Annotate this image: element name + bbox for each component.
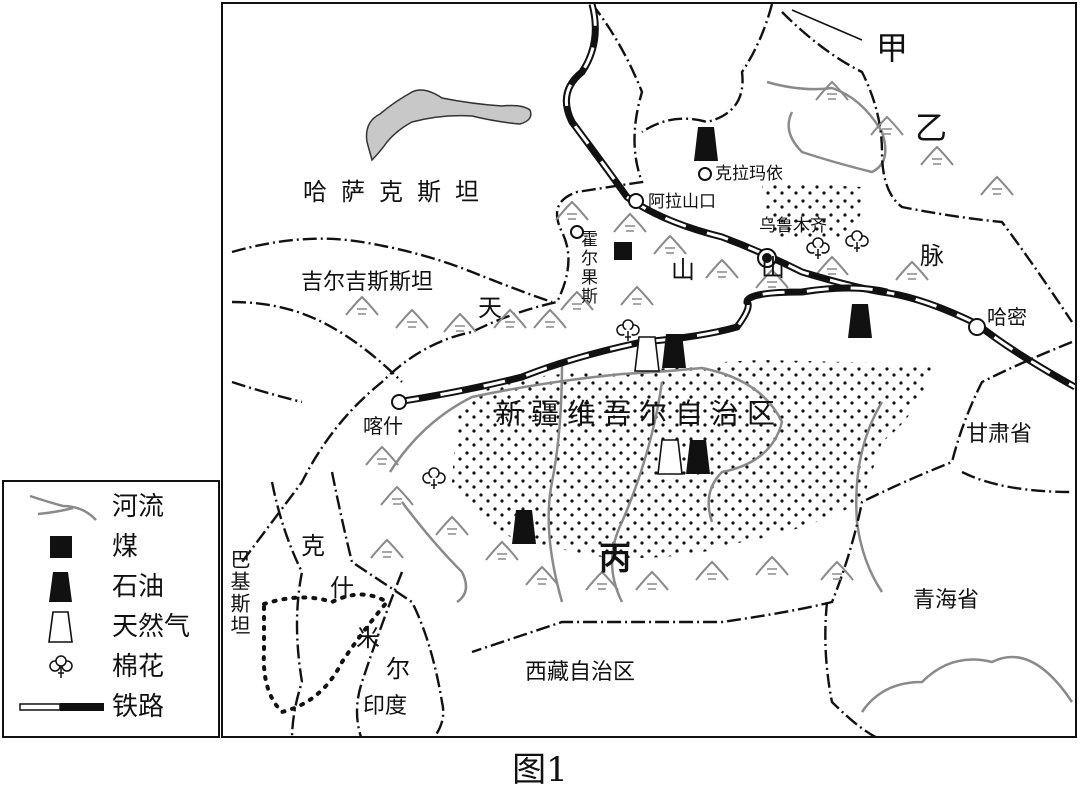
- lake-balkhash: [365, 89, 532, 162]
- city-markers: [391, 167, 986, 410]
- label-tibet: 西藏自治区: [525, 660, 636, 685]
- railway-icon: [19, 703, 104, 711]
- legend-item-natural-gas: 天然气: [4, 608, 218, 646]
- label-hami: 哈密: [987, 305, 1027, 329]
- river-icon: [29, 494, 97, 521]
- legend-item-river: 河流: [4, 488, 218, 526]
- label-kyrgyzstan: 吉尔吉斯斯坦: [301, 270, 434, 295]
- cotton-icon: [49, 655, 73, 678]
- legend-label-river: 河流: [112, 492, 165, 522]
- oil-icon: [49, 572, 72, 602]
- label-pakistan: 巴基斯坦: [227, 549, 251, 637]
- map-frame: 哈萨克斯坦 吉尔吉斯斯坦 新疆维吾尔自治区 甘肃省 青海省 西藏自治区 巴基斯坦…: [221, 2, 1077, 738]
- legend-label-cotton: 棉花: [112, 652, 165, 682]
- figure-caption: 图1: [512, 750, 568, 790]
- legend-label-natural-gas: 天然气: [112, 612, 191, 642]
- marker-yi: 乙: [915, 109, 948, 147]
- legend-label-oil: 石油: [112, 572, 165, 602]
- legend-label-railway: 铁路: [112, 692, 165, 722]
- legend-label-coal: 煤: [112, 532, 139, 562]
- rivers: [388, 80, 1074, 713]
- label-kashmir-4: 尔: [386, 655, 410, 683]
- marker-bing: 丙: [599, 539, 632, 577]
- legend: 河流 煤 石油 天然气 棉花 铁路: [2, 480, 220, 738]
- label-khorgos: 霍尔果斯: [577, 230, 597, 306]
- legend-item-cotton: 棉花: [4, 648, 218, 686]
- kashmir-line: [261, 592, 391, 715]
- jia-pointer: [791, 9, 863, 41]
- label-shan-2: 山: [761, 254, 785, 282]
- label-kashmir-2: 什: [330, 574, 354, 602]
- legend-item-coal: 煤: [4, 528, 218, 566]
- label-alashankou: 阿拉山口: [648, 192, 716, 212]
- label-karamay: 克拉玛依: [715, 164, 783, 184]
- label-xinjiang: 新疆维吾尔自治区: [495, 397, 784, 430]
- label-kazakhstan: 哈萨克斯坦: [303, 178, 493, 206]
- label-shan-1: 山: [671, 256, 695, 284]
- label-kashgar: 喀什: [363, 414, 403, 438]
- label-urumqi: 乌鲁木齐: [759, 216, 827, 236]
- railways: [396, 4, 1075, 406]
- borders: [231, 4, 1073, 736]
- label-kashmir-3: 米: [356, 624, 380, 652]
- natural-gas-icon: [48, 611, 73, 643]
- resource-symbols: [422, 127, 872, 544]
- marker-jia: 甲: [876, 29, 909, 67]
- map-canvas: [231, 4, 1075, 736]
- label-tian: 天: [478, 294, 502, 322]
- label-qinghai: 青海省: [913, 588, 980, 613]
- coal-icon: [50, 536, 72, 558]
- label-india: 印度: [363, 694, 408, 719]
- label-kashmir-1: 克: [301, 532, 325, 560]
- label-mai: 脉: [920, 242, 944, 270]
- legend-item-railway: 铁路: [4, 688, 218, 726]
- label-gansu: 甘肃省: [966, 422, 1033, 447]
- legend-item-oil: 石油: [4, 568, 218, 606]
